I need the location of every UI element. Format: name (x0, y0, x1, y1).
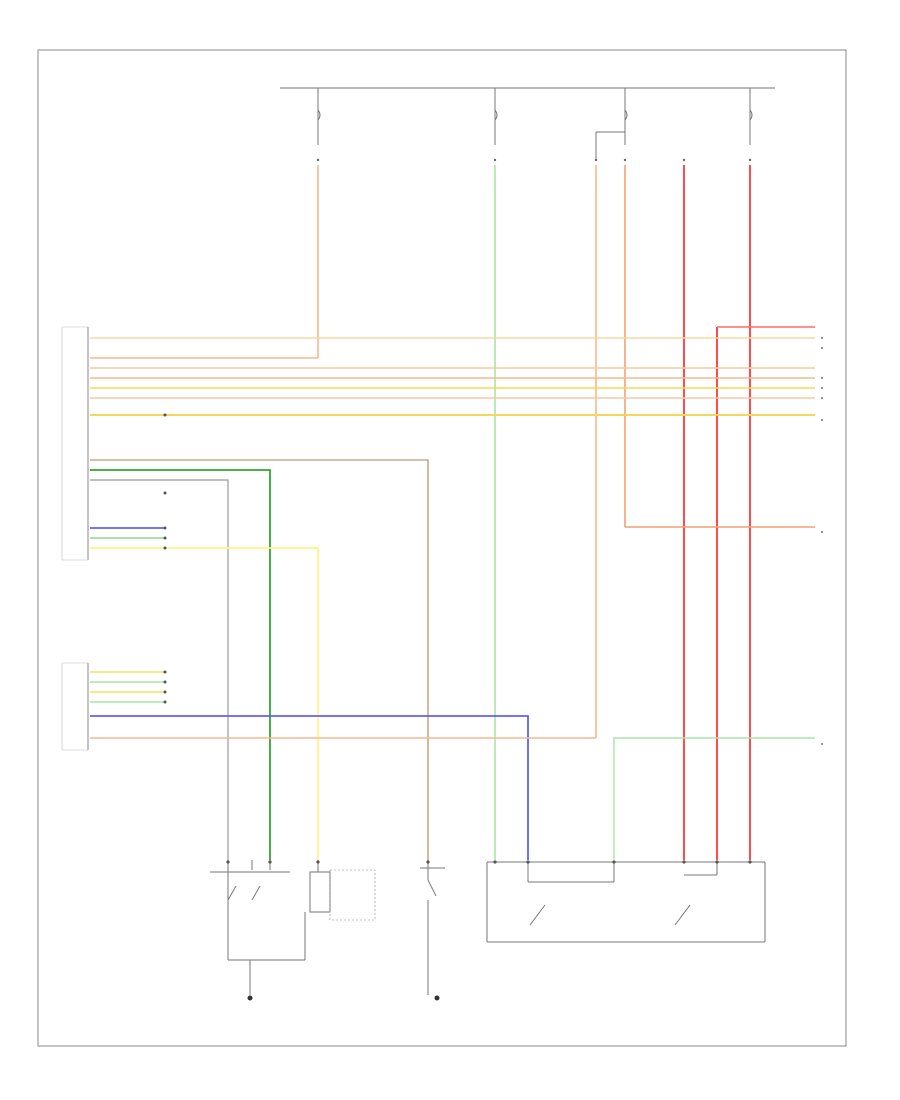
dual-switch (210, 860, 305, 995)
bottom-connectors (226, 860, 752, 864)
wire-green-light-2 (613, 737, 815, 860)
connector-dots (163, 413, 167, 704)
pressure-switch (420, 860, 445, 995)
ground-right (434, 995, 440, 1001)
wire-yellow (90, 547, 319, 860)
wire-gray (90, 479, 229, 860)
relay-module (486, 861, 766, 943)
wire-blue-long (90, 715, 529, 860)
wire-green (90, 469, 271, 860)
ecm-connector (61, 326, 89, 561)
wire-tan (90, 459, 429, 860)
temp-sensor (304, 860, 376, 960)
fuse-3 (595, 88, 628, 160)
right-terminals (821, 337, 823, 745)
instrument-cluster-connector (61, 662, 89, 751)
diagram-frame (37, 49, 847, 1047)
top-connectors (316, 158, 752, 162)
fuse-2 (494, 88, 498, 145)
ground-left (247, 995, 253, 1001)
fuse-4 (749, 88, 753, 145)
fuse-1 (317, 88, 321, 145)
